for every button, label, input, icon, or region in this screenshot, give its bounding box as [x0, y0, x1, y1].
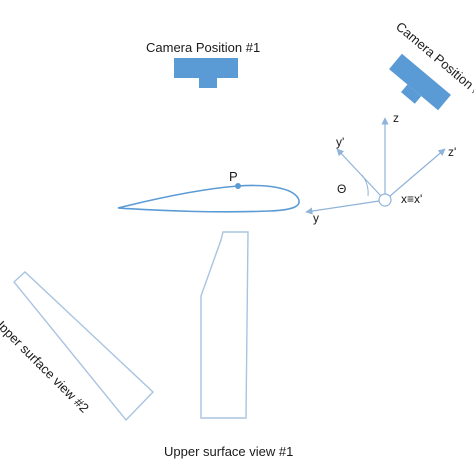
- y-axis-label: y: [313, 211, 319, 225]
- y-axis-arrow: [305, 200, 380, 215]
- z-prime-axis-arrow: [389, 148, 446, 197]
- point-p-label: P: [229, 169, 238, 184]
- z-prime-axis-label: z': [448, 145, 456, 159]
- point-p-marker: [235, 183, 241, 189]
- theta-label: Θ: [337, 182, 346, 196]
- camera-2-icon: [389, 53, 451, 111]
- upper-surface-view-2-outline: [13, 271, 154, 422]
- theta-arc: [361, 174, 369, 197]
- y-prime-axis-label: y': [336, 135, 344, 149]
- z-axis-label: z: [393, 111, 399, 125]
- upper-surface-view-1-outline: [200, 231, 249, 419]
- upper-surface-view-1-label: Upper surface view #1: [164, 444, 293, 459]
- airfoil-profile: [117, 184, 300, 213]
- camera-1-label: Camera Position #1: [146, 40, 260, 55]
- coordinate-axes: [305, 117, 446, 215]
- y-prime-axis-arrow: [336, 148, 382, 197]
- camera-1-icon: [174, 58, 238, 88]
- upper-surface-view-2-label: Upper surface view #2: [0, 314, 92, 416]
- x-axis-label: x≡x': [401, 192, 422, 206]
